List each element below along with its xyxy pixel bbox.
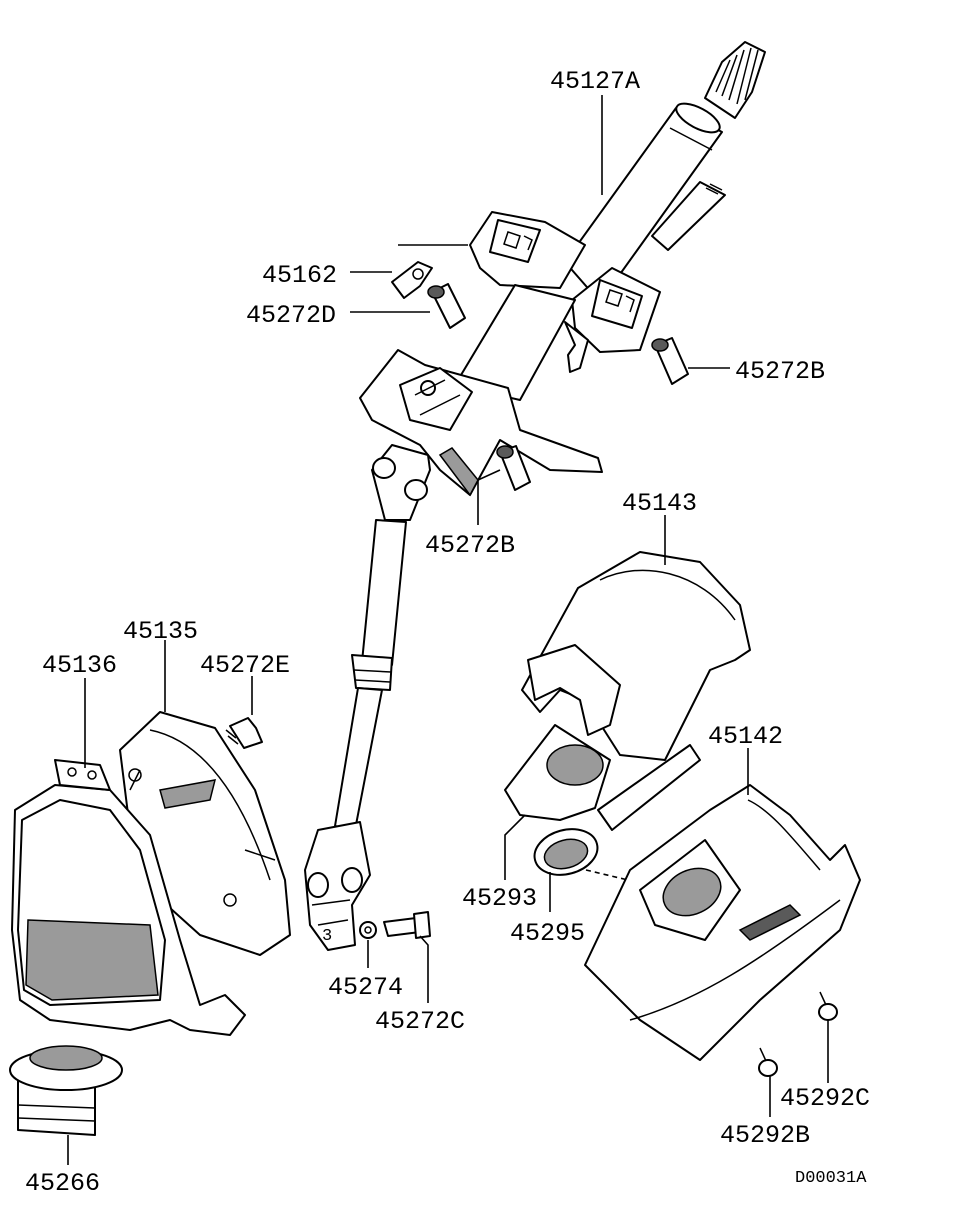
intermediate-shaft: 3 (304, 444, 431, 951)
drawing-code: D00031A (795, 1169, 867, 1188)
svg-text:3: 3 (322, 927, 332, 946)
label-45272B-lower: 45272B (425, 531, 515, 560)
bolt-45272C (383, 911, 431, 939)
nut-45274 (359, 921, 377, 939)
label-45272C: 45272C (375, 1007, 465, 1036)
bolt-45272D (427, 283, 466, 329)
bolt-45272B-lower (496, 445, 531, 491)
seal-ring (533, 828, 629, 881)
label-45274: 45274 (328, 973, 403, 1002)
leader-lines (67, 95, 829, 1165)
upper-column-cover (504, 551, 751, 831)
label-45292C: 45292C (780, 1084, 870, 1113)
part-labels: 45127A 45162 45272D 45272B 45272B 45143 … (25, 67, 870, 1198)
steering-column-assembly (359, 41, 766, 497)
bolt-45272E (225, 717, 263, 749)
label-45295: 45295 (510, 919, 585, 948)
column-boot (11, 759, 246, 1036)
grommet (9, 1045, 123, 1136)
label-45293: 45293 (462, 884, 537, 913)
label-45272E: 45272E (200, 651, 290, 680)
label-45266: 45266 (25, 1169, 100, 1198)
label-45143: 45143 (622, 489, 697, 518)
lower-column-cover (584, 784, 861, 1061)
label-45136: 45136 (42, 651, 117, 680)
label-45272B-right: 45272B (735, 357, 825, 386)
label-45272D: 45272D (246, 301, 336, 330)
screw-45292C (818, 991, 838, 1021)
clip-45162 (391, 261, 433, 299)
label-45142: 45142 (708, 722, 783, 751)
bolt-45272B-right (651, 337, 689, 385)
label-45127A: 45127A (550, 67, 640, 96)
label-45162: 45162 (262, 261, 337, 290)
label-45135: 45135 (123, 617, 198, 646)
label-45292B: 45292B (720, 1121, 810, 1150)
screw-45292B (758, 1047, 778, 1077)
